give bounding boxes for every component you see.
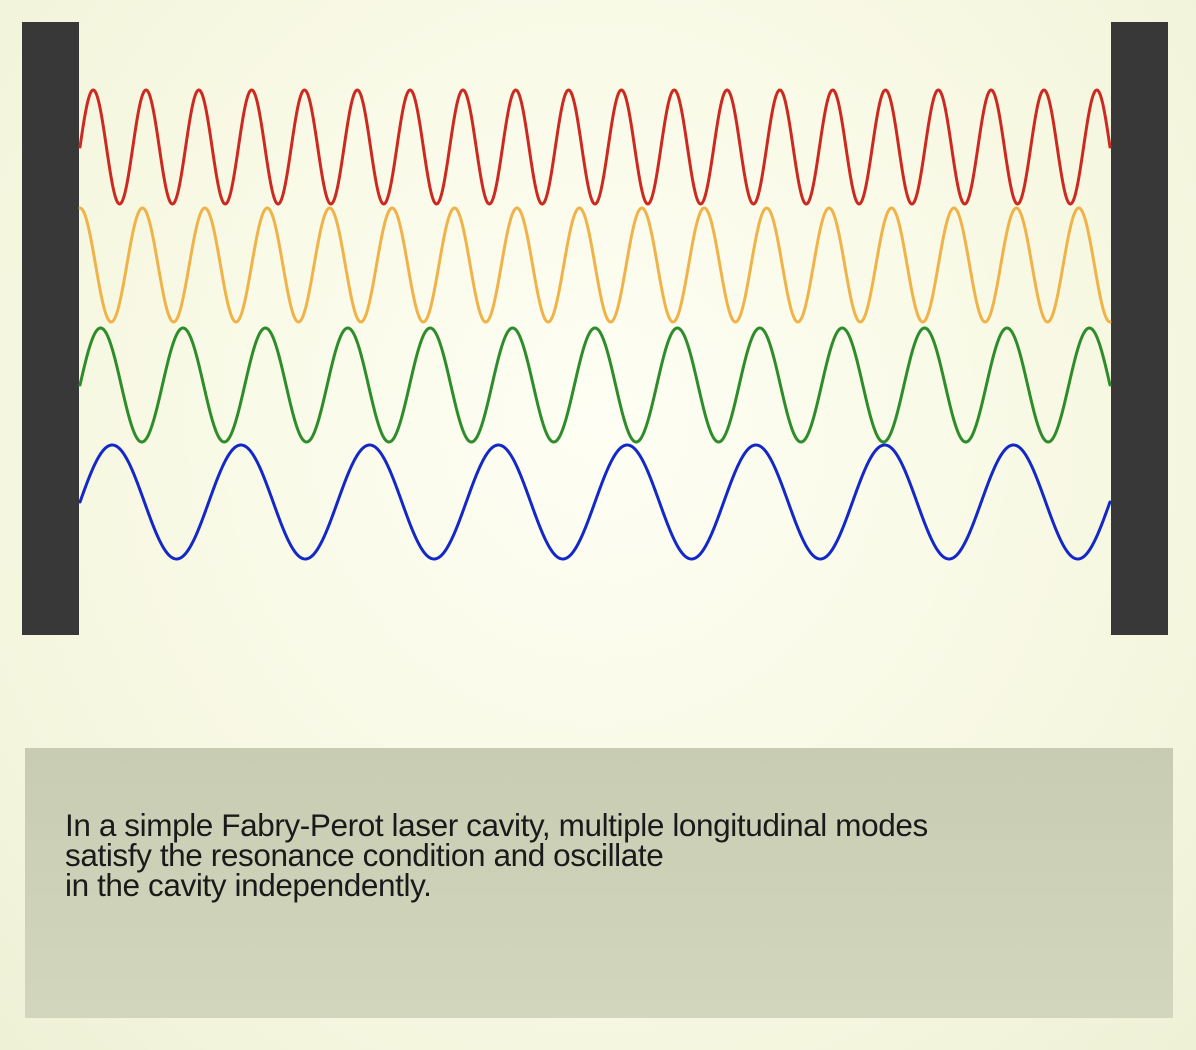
right-mirror (1111, 22, 1168, 635)
caption-line-1: In a simple Fabry-Perot laser cavity, mu… (65, 807, 928, 843)
mode-wave-4 (78, 443, 1112, 561)
left-mirror (22, 22, 79, 635)
mode-wave-1 (78, 88, 1112, 206)
caption-line-3: in the cavity independently. (65, 867, 432, 903)
caption-box: In a simple Fabry-Perot laser cavity, mu… (25, 748, 1173, 1018)
caption-line-2: satisfy the resonance condition and osci… (65, 837, 664, 873)
longitudinal-modes (78, 88, 1112, 561)
mode-wave-2 (78, 206, 1112, 324)
mode-wave-3 (78, 326, 1112, 444)
caption-text: In a simple Fabry-Perot laser cavity, mu… (65, 807, 928, 903)
